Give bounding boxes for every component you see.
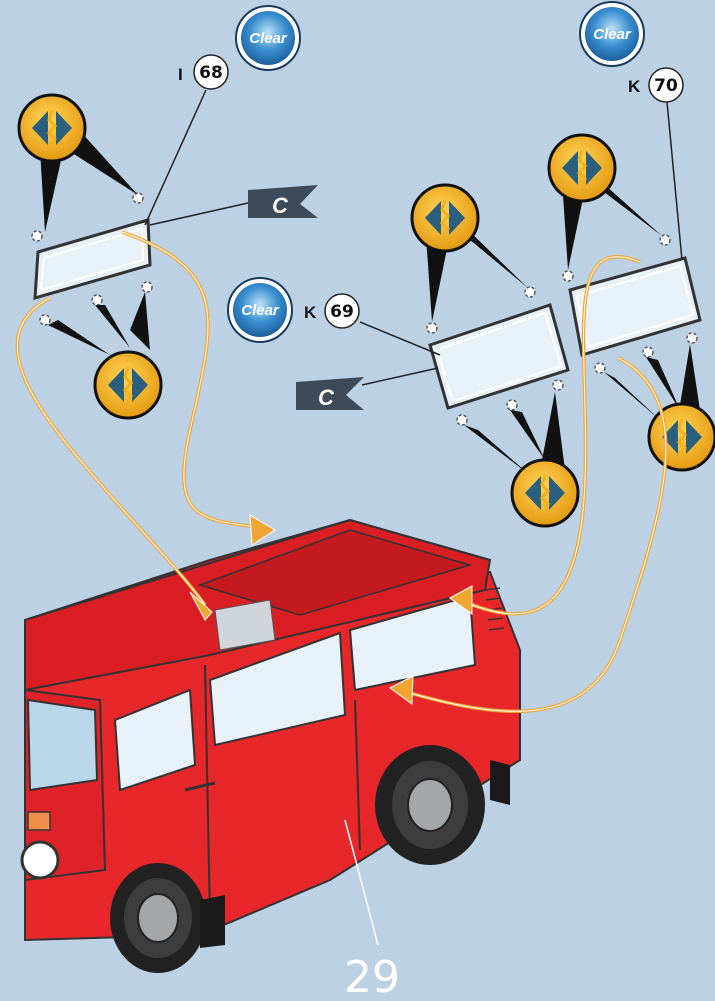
window-part-68 — [35, 220, 150, 298]
callout-leader-68 — [145, 90, 206, 225]
glue-points-icon — [512, 460, 578, 526]
callout-number-69: 69 — [330, 302, 354, 322]
callout-letter-70: K — [628, 77, 641, 96]
window-part-70 — [570, 258, 700, 355]
svg-text:C: C — [272, 193, 289, 218]
callout-number-68: 68 — [199, 63, 223, 83]
glue-pointer — [48, 320, 110, 355]
glue-pointer — [646, 357, 680, 410]
color-c-flag-icon: C — [296, 377, 364, 410]
glue-pointer — [510, 410, 545, 460]
svg-text:C: C — [318, 385, 335, 410]
glue-pointer — [604, 372, 660, 420]
clear-part-icon: Clear — [228, 278, 292, 342]
callout-number-70: 70 — [654, 76, 678, 96]
svg-text:Clear: Clear — [593, 26, 632, 43]
glue-points-icon — [649, 404, 715, 470]
glue-pointer — [95, 305, 130, 348]
glue-pointer — [130, 292, 150, 350]
color-c-flag-icon: C — [248, 185, 318, 218]
window-part-69 — [430, 305, 568, 408]
svg-text:Clear: Clear — [241, 302, 280, 319]
callout-letter-68: I — [178, 65, 183, 84]
glue-pointer — [542, 392, 565, 470]
clear-part-icon: Clear — [580, 2, 644, 66]
flag-leader — [150, 203, 248, 225]
flag-leader — [362, 368, 438, 385]
vehicle-body — [22, 520, 520, 973]
glue-points-icon — [19, 95, 85, 161]
glue-points-icon — [95, 352, 161, 418]
clear-part-icon: Clear — [236, 6, 300, 70]
glue-pointer — [680, 344, 700, 410]
glue-pointer — [464, 425, 530, 475]
glue-points-icon — [549, 135, 615, 201]
svg-text:Clear: Clear — [249, 30, 288, 47]
glue-points-icon — [412, 185, 478, 251]
callout-letter-69: K — [304, 303, 317, 322]
step-number: 29 — [344, 952, 400, 1001]
